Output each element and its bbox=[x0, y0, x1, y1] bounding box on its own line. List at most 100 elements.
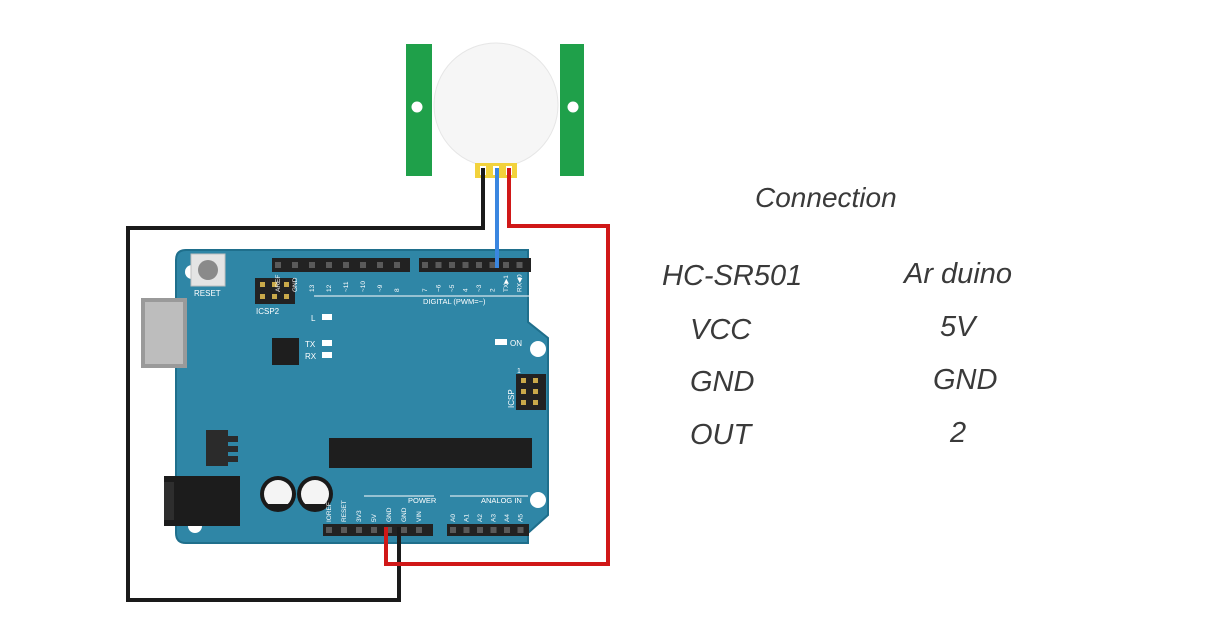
pin-label: VIN bbox=[416, 511, 423, 522]
header-socket bbox=[356, 527, 362, 533]
reset-button bbox=[190, 253, 226, 287]
sensor-mount-hole-right bbox=[567, 101, 579, 113]
pin-label: ~5 bbox=[449, 284, 456, 292]
power-label: POWER bbox=[408, 496, 437, 505]
led-tx bbox=[322, 340, 332, 346]
pin-label: GND bbox=[386, 507, 393, 522]
pin-label: IOREF bbox=[326, 502, 333, 522]
dc-power-jack-front bbox=[164, 482, 174, 520]
pin-label: GND bbox=[401, 507, 408, 522]
pin-label: ~6 bbox=[436, 284, 443, 292]
pin-label: 2 bbox=[490, 288, 497, 292]
pin-label: ~10 bbox=[360, 281, 367, 292]
pin-label: A1 bbox=[464, 514, 471, 522]
usb-port-inner bbox=[145, 302, 183, 364]
row-vcc-arduino: 5V bbox=[940, 311, 976, 343]
pin-label: 7 bbox=[422, 288, 429, 292]
led-rx-label: RX bbox=[305, 352, 317, 361]
pin-label: A5 bbox=[518, 514, 525, 522]
led-on-label: ON bbox=[510, 339, 522, 348]
header-socket bbox=[476, 262, 482, 268]
header-socket bbox=[386, 527, 392, 533]
pin-label: A0 bbox=[450, 514, 457, 522]
icsp-label: ICSP bbox=[507, 389, 516, 408]
pin-label: ~9 bbox=[377, 284, 384, 292]
led-rx bbox=[322, 352, 332, 358]
regulator-pin bbox=[228, 446, 238, 452]
pin-label: 5V bbox=[371, 513, 378, 522]
regulator-pin bbox=[228, 456, 238, 462]
header-socket bbox=[377, 262, 383, 268]
analog-label: ANALOG IN bbox=[481, 496, 522, 505]
pin-label: A4 bbox=[504, 514, 511, 522]
icsp-pins bbox=[521, 378, 538, 405]
pin-label: 12 bbox=[326, 284, 333, 292]
icsp2-label: ICSP2 bbox=[256, 307, 280, 316]
capacitor-left bbox=[260, 476, 296, 512]
icsp2-pins bbox=[260, 282, 289, 299]
header-socket bbox=[463, 527, 470, 533]
board-pcb bbox=[175, 249, 549, 544]
reset-label: RESET bbox=[194, 289, 221, 298]
pin-label: A3 bbox=[491, 514, 498, 522]
header-socket bbox=[401, 527, 407, 533]
board-mount-hole bbox=[530, 341, 546, 357]
pin-label: A2 bbox=[477, 514, 484, 522]
led-tx-label: TX bbox=[305, 340, 316, 349]
dc-power-jack bbox=[164, 476, 240, 526]
header-socket bbox=[326, 262, 332, 268]
header-socket bbox=[309, 262, 315, 268]
pin-label: RX◀0 bbox=[517, 274, 524, 292]
header-socket bbox=[275, 262, 281, 268]
header-socket bbox=[435, 262, 442, 268]
header-socket bbox=[416, 527, 422, 533]
connection-title: Connection bbox=[755, 182, 897, 213]
header-socket bbox=[462, 262, 469, 268]
pin-label: GND bbox=[292, 277, 299, 292]
header-socket bbox=[517, 527, 524, 533]
header-socket bbox=[490, 527, 497, 533]
digital-pin-labels-right: 7 ~6 ~5 4 ~3 2 TX▶1 RX◀0 bbox=[422, 274, 524, 292]
icsp-pin1-label: 1 bbox=[517, 368, 521, 375]
header-socket bbox=[503, 262, 509, 268]
pin-label: 4 bbox=[463, 288, 470, 292]
wire-vcc-red bbox=[384, 168, 610, 566]
row-vcc-sensor: VCC bbox=[690, 314, 752, 346]
pin-label: 13 bbox=[309, 284, 316, 292]
pin-label: AREF bbox=[275, 275, 282, 292]
led-l-label: L bbox=[311, 314, 316, 323]
wire-gnd-black bbox=[126, 168, 485, 602]
sensor-mount-hole-left bbox=[411, 101, 423, 113]
regulator-pin bbox=[228, 436, 238, 442]
pin-label: RESET bbox=[341, 500, 348, 522]
header-socket bbox=[516, 262, 523, 268]
header-socket bbox=[360, 262, 366, 268]
led-l bbox=[322, 314, 332, 320]
row-gnd-arduino: GND bbox=[933, 364, 998, 396]
header-socket bbox=[422, 262, 428, 268]
pin-label: ~3 bbox=[476, 284, 483, 292]
header-socket bbox=[477, 527, 483, 533]
microcontroller-chip bbox=[329, 438, 532, 468]
digital-header-left bbox=[272, 258, 410, 272]
capacitor-right bbox=[297, 476, 333, 512]
analog-pin-labels: A0 A1 A2 A3 A4 A5 bbox=[450, 514, 525, 522]
led-on bbox=[495, 339, 507, 345]
header-socket bbox=[371, 527, 377, 533]
row-gnd-sensor: GND bbox=[690, 366, 755, 398]
digital-label: DIGITAL (PWM=~) bbox=[423, 297, 486, 306]
header-socket bbox=[504, 527, 510, 533]
header-sensor: HC-SR501 bbox=[662, 260, 803, 292]
sensor-fresnel-lens bbox=[433, 42, 559, 168]
pin-label: TX▶1 bbox=[503, 275, 510, 292]
row-out-arduino: 2 bbox=[950, 417, 967, 449]
analog-header bbox=[447, 524, 529, 536]
header-socket bbox=[292, 262, 298, 268]
header-arduino: Ar duino bbox=[904, 258, 1013, 290]
header-socket bbox=[449, 262, 455, 268]
voltage-regulator bbox=[206, 430, 228, 466]
board-mount-hole bbox=[530, 492, 546, 508]
